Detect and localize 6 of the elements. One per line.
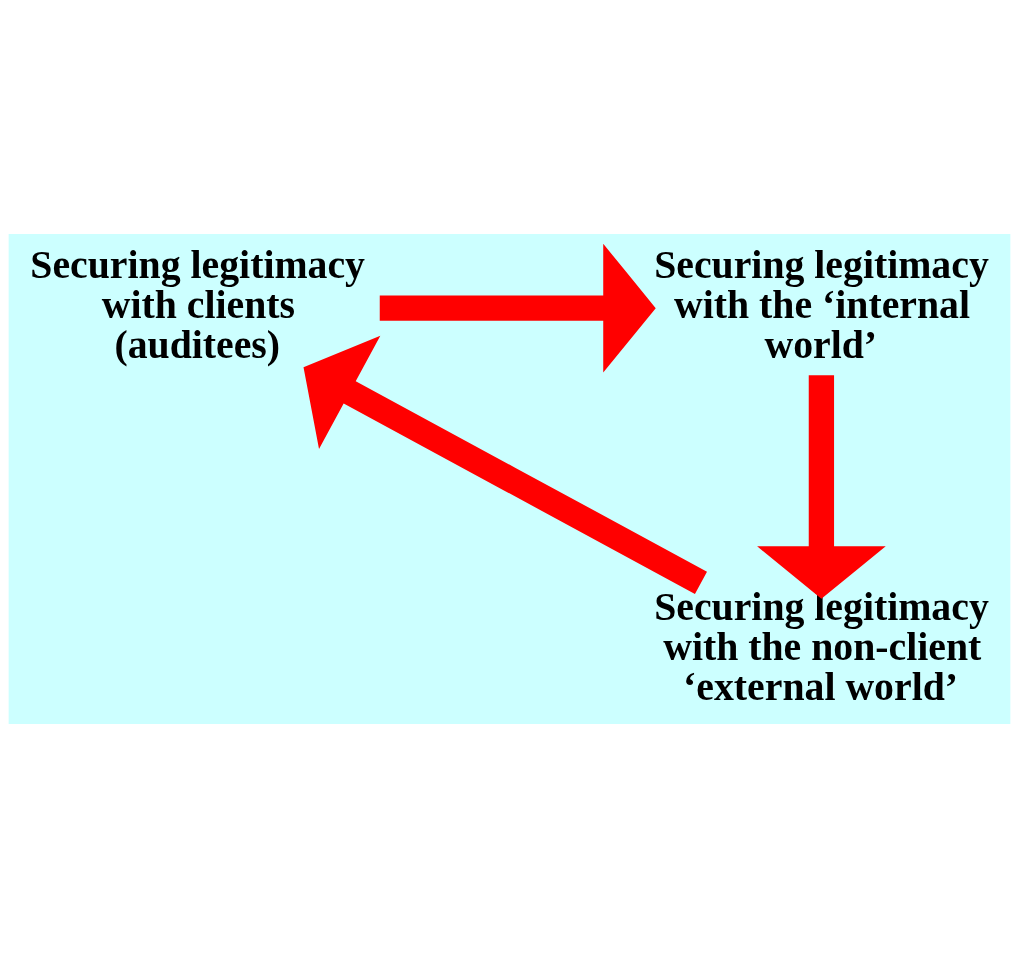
node-text: Securing legitimacy with clients (auditees) (30, 243, 365, 368)
arrow (379, 243, 656, 373)
node-text: Securing legitimacy with the non-client ‘external world’ (654, 585, 989, 709)
arrow (303, 335, 707, 594)
node-text: Securing legitimacy with the ‘internal world’ (654, 243, 989, 368)
arrow (757, 375, 886, 599)
